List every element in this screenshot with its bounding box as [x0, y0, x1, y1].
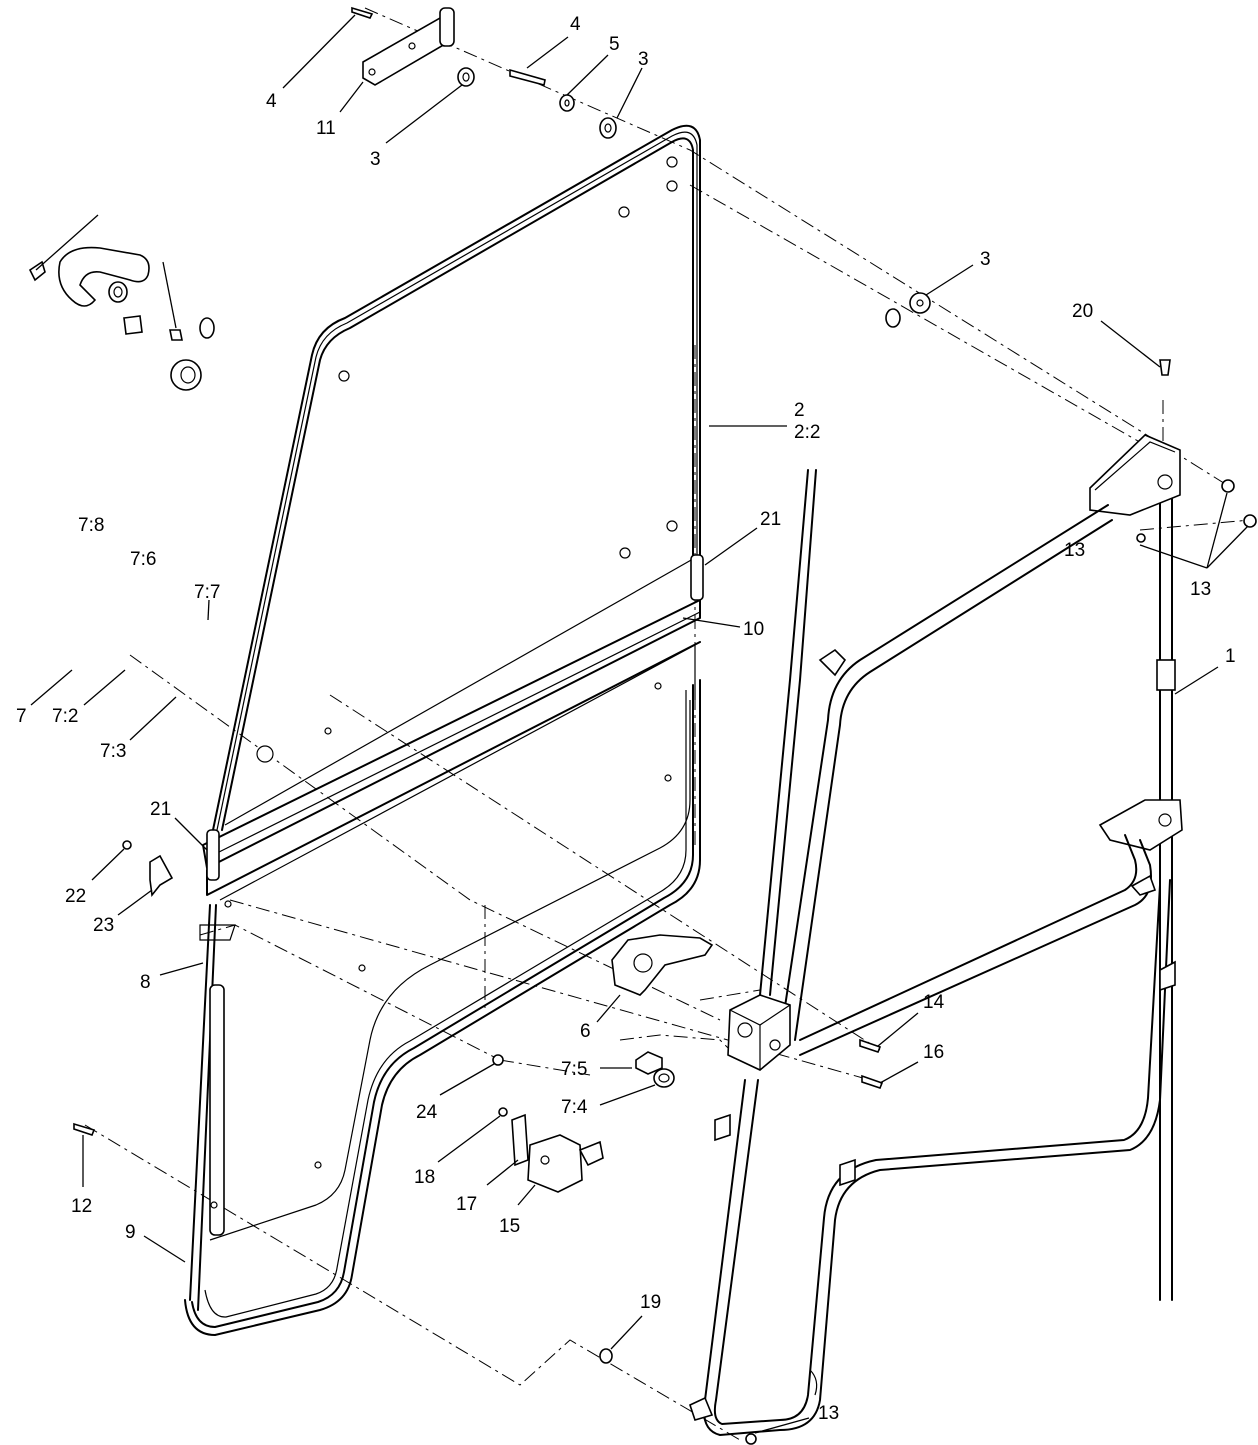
- callout-9-lower-glass: 9: [125, 1222, 136, 1243]
- callout-10-channel: 10: [743, 619, 764, 640]
- callout-7-handle: 7: [16, 706, 27, 727]
- callout-16-bolt: 16: [923, 1042, 944, 1063]
- callout-22-screw: 22: [65, 886, 86, 907]
- callout-7-5-nut: 7:5: [561, 1059, 587, 1080]
- callout-4-bolt: 4: [570, 14, 581, 35]
- callout-6-plate: 6: [580, 1021, 591, 1042]
- callout-12-bolt: 12: [71, 1196, 92, 1217]
- callout-7-3-handle-part: 7:3: [100, 741, 126, 762]
- callout-1-door-frame: 1: [1225, 646, 1236, 667]
- callout-15-latch: 15: [499, 1216, 520, 1237]
- callout-7-7-handle-part: 7:7: [194, 582, 220, 603]
- callout-7-6-handle-part: 7:6: [130, 549, 156, 570]
- callout-2-glass: 2: [794, 400, 805, 421]
- callout-7-8-handle-part: 7:8: [78, 515, 104, 536]
- upper-glass-panel: [212, 124, 701, 831]
- callout-4-bolt: 4: [266, 91, 277, 112]
- callout-7-2-handle-part: 7:2: [52, 706, 78, 727]
- callout-18-screw: 18: [414, 1167, 435, 1188]
- channel-strip: [202, 599, 701, 896]
- callout-2-2-glass-seal: 2:2: [794, 422, 820, 443]
- lower-glass-panel: [184, 643, 701, 1336]
- callout-21-rivet: 21: [760, 509, 781, 530]
- callout-17-strike-plate: 17: [456, 1194, 477, 1215]
- callout-3-washer: 3: [370, 149, 381, 170]
- alignment-lines: [84, 7, 1251, 1441]
- callout-13-nut: 13: [1064, 540, 1085, 561]
- rivet-pins: [206, 554, 704, 881]
- hardware: [28, 6, 1257, 1445]
- callout-20-grease-fitting: 20: [1072, 301, 1093, 322]
- callout-13-nut: 13: [818, 1403, 839, 1424]
- callout-23-bracket: 23: [93, 915, 114, 936]
- callout-7-4-washer: 7:4: [561, 1097, 588, 1118]
- callout-8-seal: 8: [140, 972, 151, 993]
- callout-5-washer: 5: [609, 34, 620, 55]
- leader-lines: [30, 14, 1249, 1434]
- door-frame: [689, 434, 1183, 1436]
- callout-3-washer: 3: [638, 49, 649, 70]
- callout-19-washer: 19: [640, 1292, 661, 1313]
- callout-13-nut: 13: [1190, 579, 1211, 600]
- callout-labels: 4 11 3 4 5 3 3 20 2 2:2 21 13 13 10 1 7:…: [16, 14, 1236, 1424]
- callout-21-rivet: 21: [150, 799, 171, 820]
- callout-24-nut: 24: [416, 1102, 438, 1123]
- callout-14-bolt: 14: [923, 992, 945, 1013]
- callout-3-washer: 3: [980, 249, 991, 270]
- callout-11-hinge-plate: 11: [316, 118, 336, 139]
